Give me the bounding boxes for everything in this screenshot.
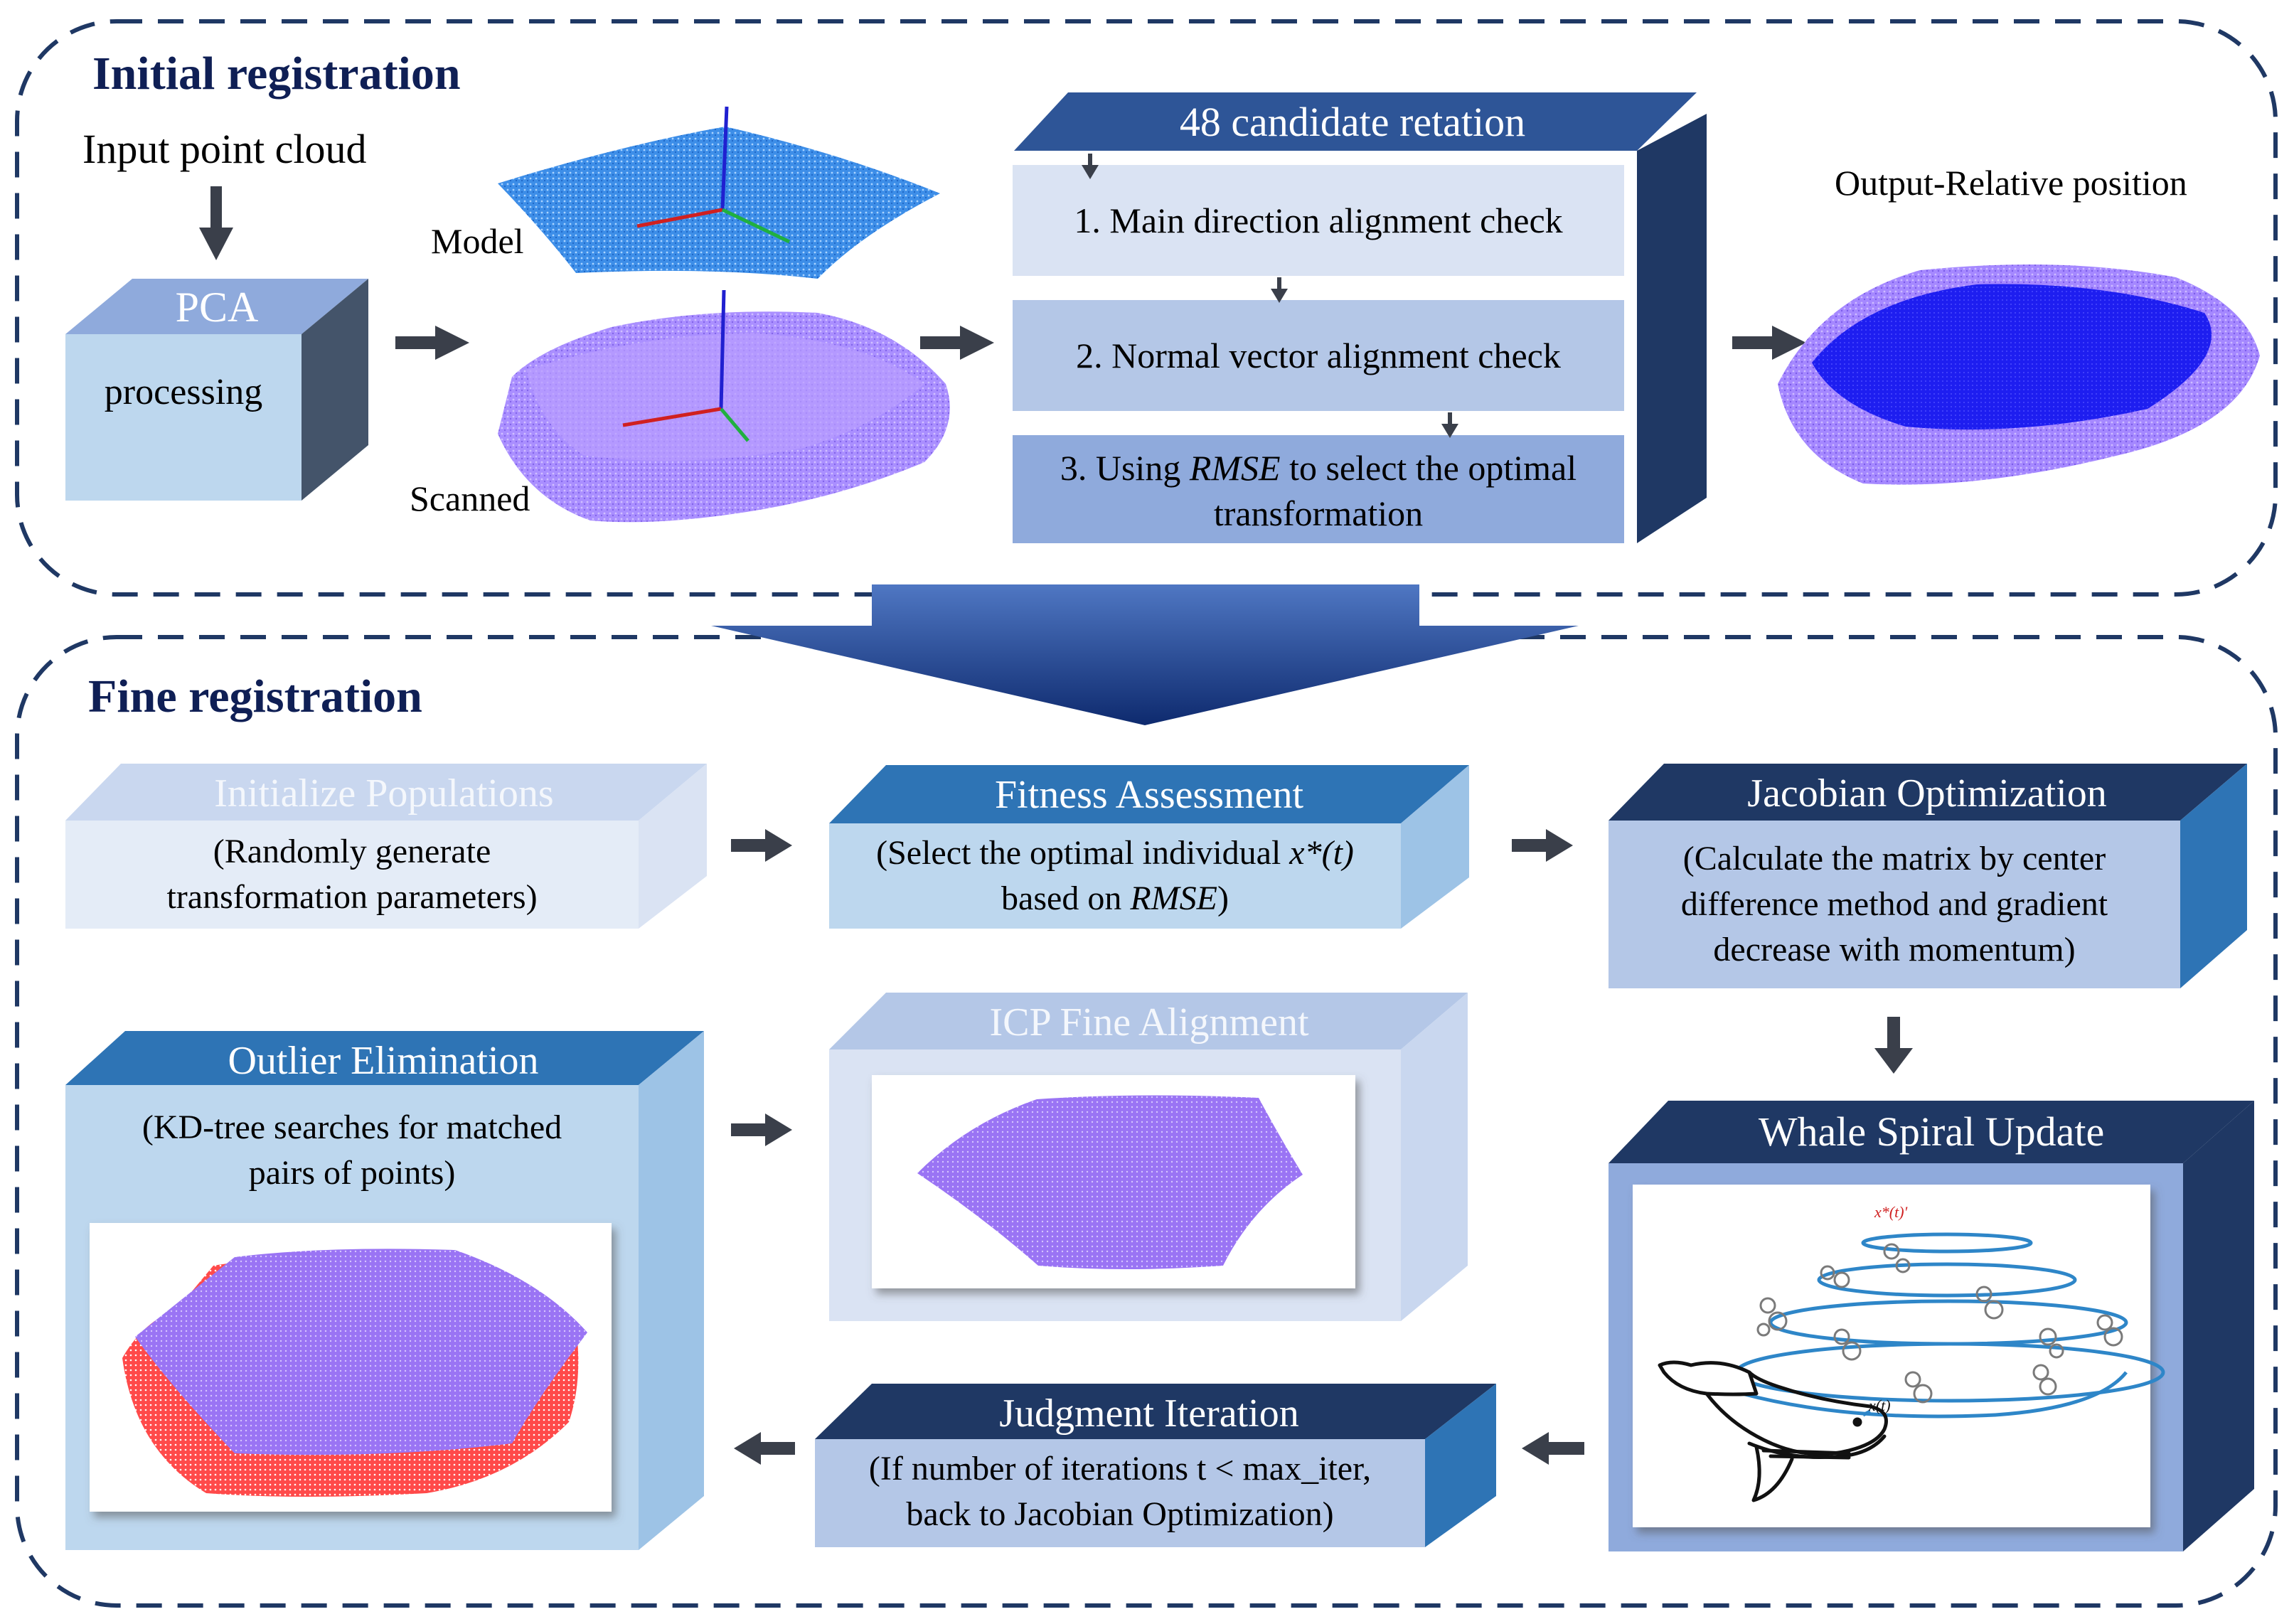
arrow-down-icon: [1874, 1017, 1913, 1074]
init-pop-line2: transformation parameters): [166, 878, 538, 916]
icp-header: ICP Fine Alignment: [989, 1000, 1309, 1045]
candidate-step3-post: to select the optimal: [1280, 448, 1577, 488]
candidate-step2: 2. Normal vector alignment check: [1076, 336, 1561, 375]
fine-section-frame: [15, 635, 2278, 1608]
arrow-right-icon: [1512, 829, 1573, 862]
candidate-panel: [1013, 92, 1707, 543]
candidate-step1: 1. Main direction alignment check: [1074, 201, 1563, 240]
outlier-body: (KD-tree searches for matched pairs of p…: [65, 1105, 639, 1196]
jacobian-line1: (Calculate the matrix by center: [1682, 840, 2106, 877]
jacobian-line2: difference method and gradient: [1680, 885, 2108, 923]
initial-title: Initial registration: [92, 48, 461, 100]
pca-body: processing: [104, 372, 263, 412]
jacobian-body: (Calculate the matrix by center differen…: [1609, 836, 2180, 973]
judgment-line1: (If number of iterations t < max_iter,: [868, 1450, 1372, 1487]
funnel-arrow-icon: [711, 584, 1579, 725]
output-point-cloud: [1778, 265, 2260, 485]
pca-box: [65, 279, 368, 501]
whale-header: Whale Spiral Update: [1758, 1109, 2105, 1155]
candidate-step3: 3. Using RMSE to select the optimal tran…: [1013, 445, 1624, 536]
jacobian-header: Jacobian Optimization: [1747, 771, 2107, 816]
fitness-line2-pre: based on: [1001, 880, 1131, 917]
fitness-line1-pre: (Select the optimal individual: [876, 834, 1290, 872]
arrow-left-icon: [1522, 1432, 1584, 1465]
fine-title: Fine registration: [88, 671, 422, 722]
arrow-right-icon: [731, 1113, 792, 1146]
judgment-line2: back to Jacobian Optimization): [906, 1495, 1334, 1533]
whale-current-label: x(t): [1869, 1396, 1891, 1414]
init-pop-body: (Randomly generate transformation parame…: [65, 829, 639, 920]
arrow-right-icon: [1732, 326, 1806, 360]
arrow-down-icon: [199, 186, 233, 260]
candidate-step3-line2: transformation: [1213, 493, 1424, 533]
jacobian-box: [1609, 764, 2247, 988]
whale-best-label: x*(t)': [1874, 1203, 1908, 1221]
init-pop-line1: (Randomly generate: [213, 833, 491, 870]
fitness-body: (Select the optimal individual x*(t) bas…: [829, 830, 1401, 921]
scanned-point-cloud: [498, 289, 950, 523]
icp-point-cloud: [917, 1095, 1303, 1269]
fitness-box: [829, 765, 1469, 929]
model-label: Model: [431, 221, 524, 261]
outlier-line1: (KD-tree searches for matched: [142, 1109, 562, 1146]
judgment-box: [815, 1384, 1496, 1547]
candidate-step3-em: RMSE: [1189, 448, 1281, 488]
judgment-body: (If number of iterations t < max_iter, b…: [815, 1446, 1425, 1537]
outlier-box: [65, 1031, 704, 1550]
candidate-step3-pre: 3. Using: [1060, 448, 1190, 488]
input-label: Input point cloud: [82, 126, 367, 172]
spiral-icon: [1734, 1232, 2165, 1419]
fitness-line2-post: ): [1217, 880, 1229, 917]
model-point-cloud: [498, 127, 940, 279]
model-axes: [636, 106, 791, 244]
arrow-right-icon: [920, 326, 994, 360]
fitness-header: Fitness Assessment: [994, 773, 1304, 817]
outlier-line2: pairs of points): [248, 1154, 456, 1192]
bubbles-icon: [1756, 1243, 2123, 1404]
whale-icon: [1658, 1360, 1888, 1502]
outlier-purple-cloud: [135, 1249, 587, 1455]
arrow-right-icon: [731, 829, 792, 862]
pca-header: PCA: [175, 284, 259, 331]
arrow-right-icon: [395, 326, 469, 360]
init-pop-box: [65, 764, 707, 929]
output-label: Output-Relative position: [1835, 163, 2187, 203]
arrow-left-icon: [734, 1432, 795, 1465]
candidate-header: 48 candidate retation: [1179, 99, 1526, 145]
jacobian-line3: decrease with momentum): [1713, 931, 2076, 968]
init-pop-header: Initialize Populations: [214, 771, 554, 816]
icp-box: [829, 993, 1468, 1321]
fitness-line1-em: x*(t): [1289, 834, 1354, 872]
scanned-label: Scanned: [410, 479, 530, 518]
fitness-line2-em: RMSE: [1130, 880, 1217, 917]
whale-box: [1609, 1101, 2254, 1551]
judgment-header: Judgment Iteration: [999, 1391, 1299, 1436]
outlier-header: Outlier Elimination: [228, 1039, 539, 1083]
